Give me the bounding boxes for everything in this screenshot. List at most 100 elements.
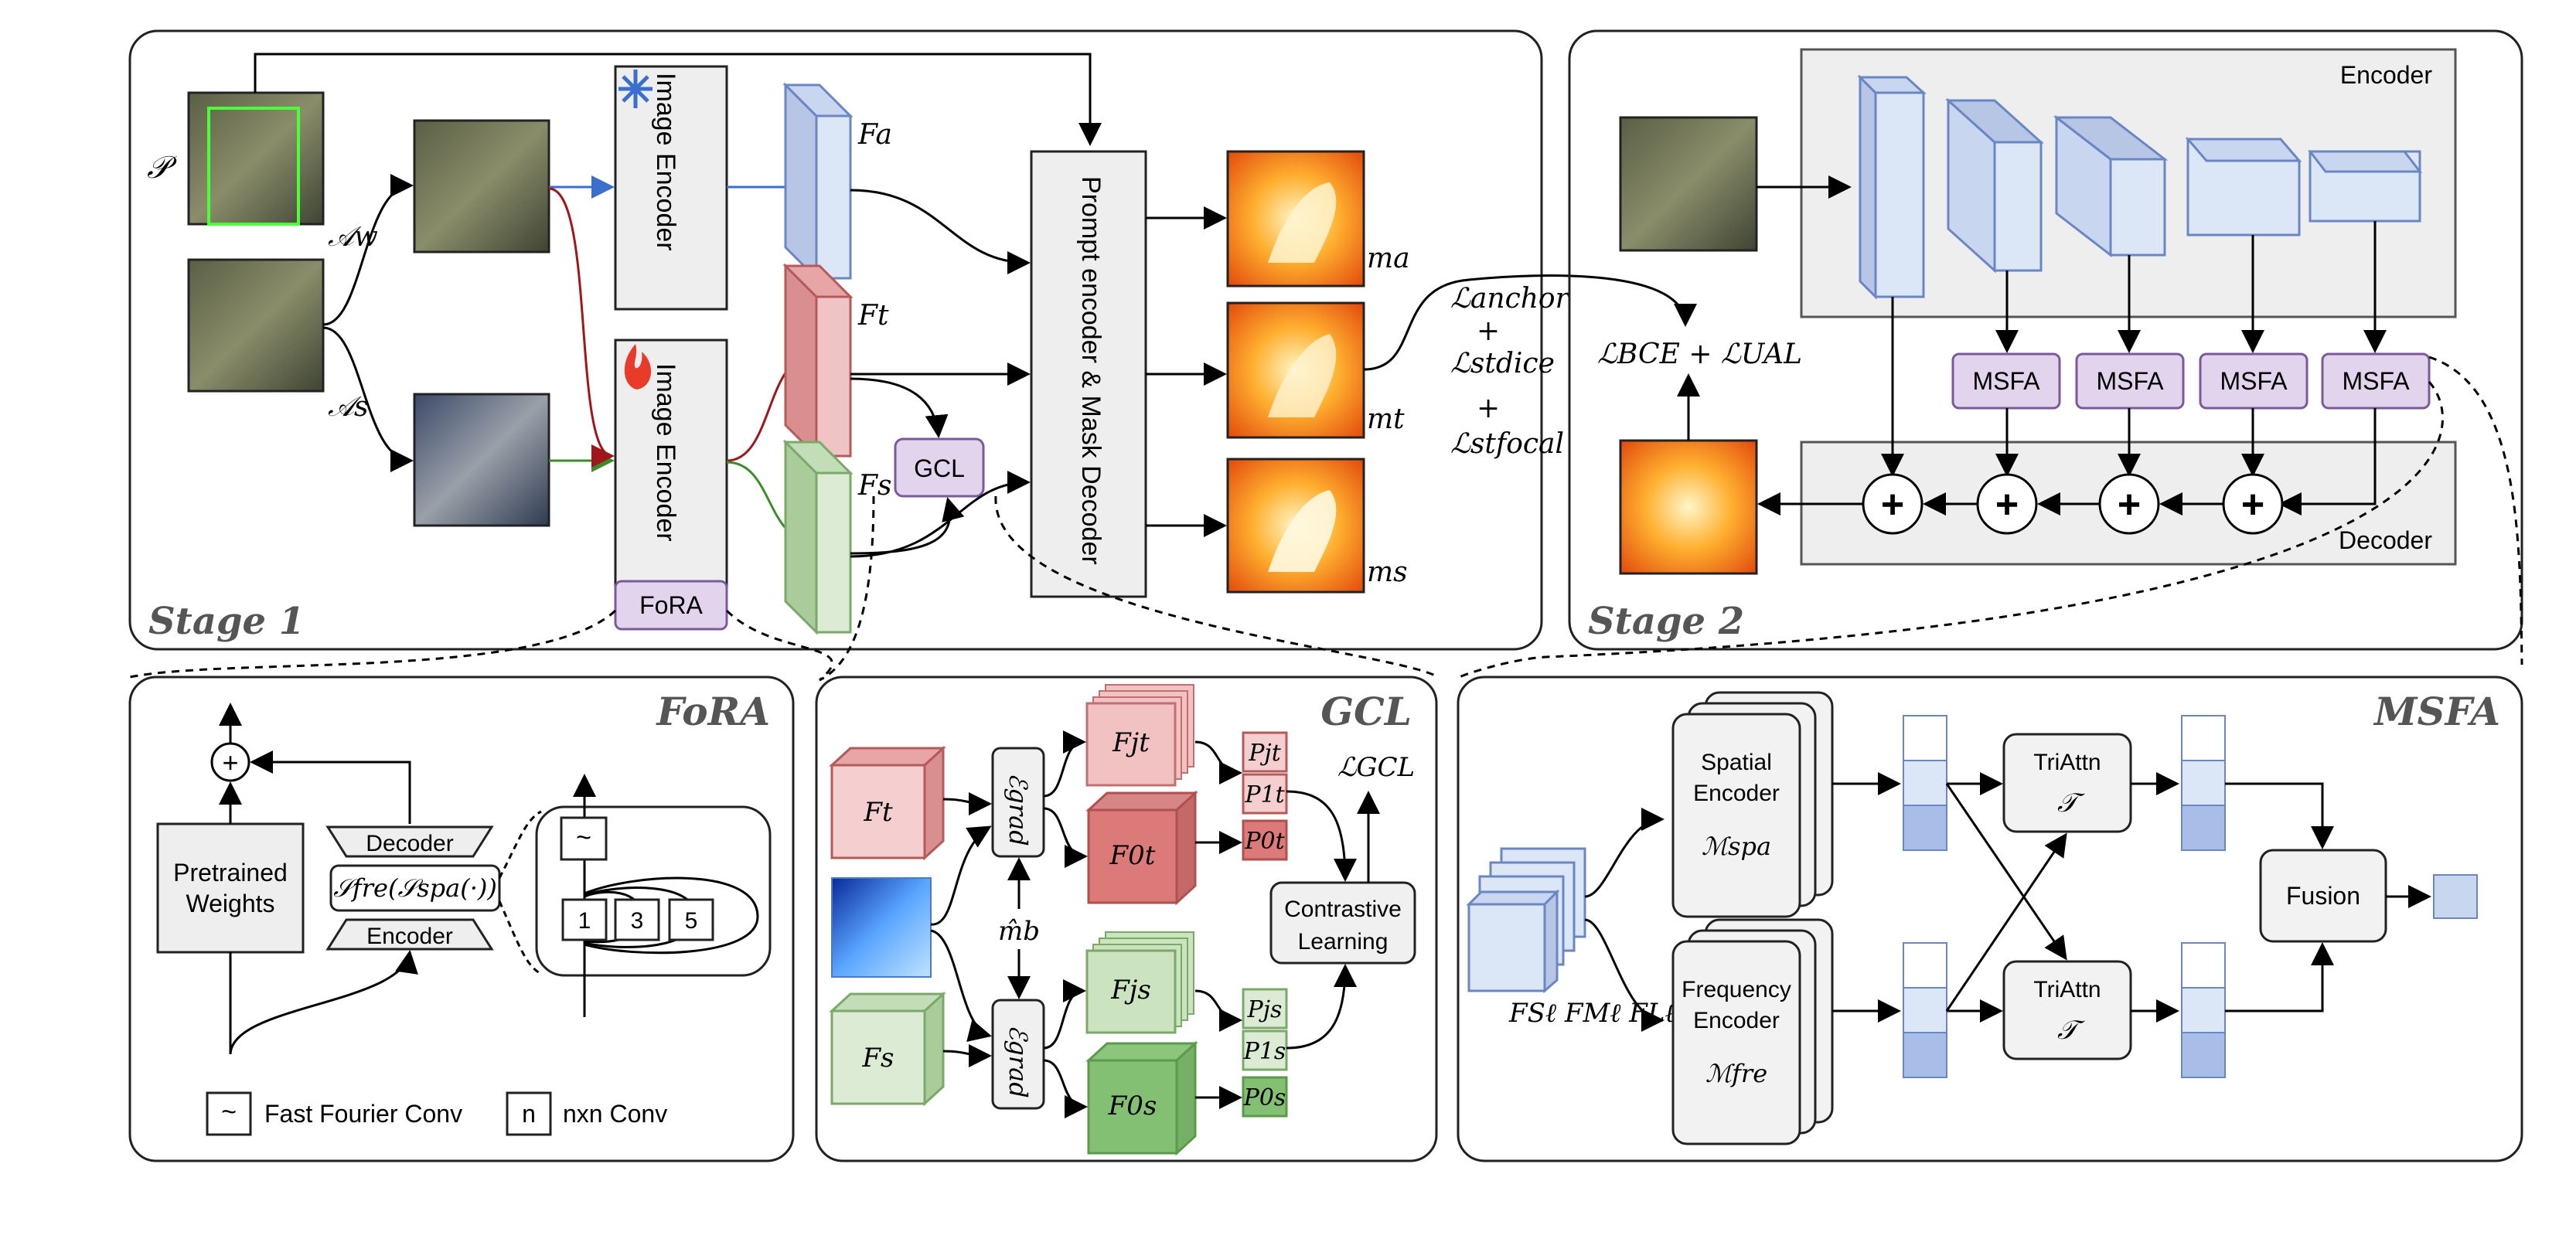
stage2-output-mask xyxy=(1619,439,1758,575)
svg-text:Weights: Weights xyxy=(186,890,274,917)
frequency-tokens xyxy=(1903,942,1947,1078)
stage2-loss: ℒBCE + ℒUAL xyxy=(1597,339,1802,370)
gcl-fsj-stack: Fjs xyxy=(1085,931,1194,1034)
gcl-panel: GCL Ft Fs ℰgrad ℰgrad m̂b xyxy=(815,676,1438,1162)
svg-text:Pjs: Pjs xyxy=(1247,996,1283,1023)
prompt-symbol: 𝒫 xyxy=(147,150,178,185)
frozen-encoder-label: Image Encoder xyxy=(651,73,680,251)
psj-box: Pjs xyxy=(1242,988,1288,1029)
conv-loop-outer xyxy=(584,876,759,955)
msfa-box-4: MSFA xyxy=(2321,352,2431,410)
fire-icon xyxy=(624,344,652,390)
svg-text:Encoder: Encoder xyxy=(1693,1008,1780,1033)
ft-label: Ft xyxy=(857,300,889,332)
fa-label: Fa xyxy=(857,119,892,151)
mb-label: m̂b xyxy=(998,916,1040,947)
fora-encoder: Encoder xyxy=(325,918,494,951)
arrow-fs-to-gcl xyxy=(850,497,965,555)
fusion-box: Fusion xyxy=(2259,849,2387,943)
arrow-fs-to-decoder xyxy=(850,471,1031,558)
aug-strong-label: 𝒜s xyxy=(328,391,369,423)
svg-text:Fs: Fs xyxy=(861,1043,894,1074)
svg-text:Decoder: Decoder xyxy=(366,831,453,856)
pt1-box: P1t xyxy=(1242,773,1288,815)
arrow-mask-to-loss xyxy=(1363,274,1697,371)
plus-node-3: + xyxy=(2098,473,2160,535)
svg-text:ℳspa: ℳspa xyxy=(1702,832,1771,861)
encoder-block-5 xyxy=(2307,150,2423,223)
fused-output-token xyxy=(2433,874,2478,919)
svg-text:F0s: F0s xyxy=(1108,1091,1157,1121)
arrow-map-to-egrad-bottom xyxy=(930,929,992,1042)
msfa-feature-labels: FSℓ FMℓ FLℓ xyxy=(1508,998,1676,1029)
loss-anchor: ℒanchor xyxy=(1450,283,1570,315)
arrow-ps-to-contrastive xyxy=(1286,964,1357,1050)
svg-text:Fjt: Fjt xyxy=(1112,727,1150,758)
trainable-image-encoder: Image Encoder xyxy=(614,339,728,589)
loss-dice: ℒstdice xyxy=(1450,348,1555,379)
svg-text:Learning: Learning xyxy=(1298,929,1389,955)
ma-label: ma xyxy=(1367,243,1410,274)
svg-text:GCL: GCL xyxy=(914,454,965,482)
legend-conv: n nxn Conv xyxy=(506,1091,667,1136)
gcl-fs0-cube: F0s xyxy=(1085,1040,1198,1156)
mask-teacher xyxy=(1226,301,1365,439)
triattn-bottom: TriAttn 𝒯 xyxy=(2002,960,2132,1060)
arrow-ft-to-gcl xyxy=(850,377,949,438)
fora-plus-node: + xyxy=(210,742,250,782)
arrow-weak-to-trainable xyxy=(548,187,615,468)
svg-text:MSFA: MSFA xyxy=(1972,367,2040,395)
svg-text:+: + xyxy=(1881,482,1904,527)
svg-text:Fast Fourier Conv: Fast Fourier Conv xyxy=(264,1100,462,1128)
svg-text:ℰgrad: ℰgrad xyxy=(1003,1025,1033,1098)
svg-text:3: 3 xyxy=(631,908,644,934)
arrow-decoder-to-plus xyxy=(250,750,411,824)
dashed-bracket-bottom xyxy=(498,900,542,975)
fora-function-box: 𝒮fre(𝒮spa(·)) xyxy=(329,864,501,912)
pt0-box: P0t xyxy=(1242,819,1288,861)
prompt-image xyxy=(187,91,325,226)
arrow-to-frequency xyxy=(1584,918,1665,1032)
svg-text:ℳfre: ℳfre xyxy=(1705,1059,1767,1088)
svg-text:P1t: P1t xyxy=(1244,781,1285,808)
ps1-box: P1s xyxy=(1242,1029,1288,1071)
attn-out-tokens-bottom xyxy=(2181,942,2226,1078)
prompt-mask-decoder: Prompt encoder & Mask Decoder xyxy=(1030,150,1147,598)
svg-text:+: + xyxy=(2118,482,2141,527)
svg-text:TriAttn: TriAttn xyxy=(2033,750,2101,775)
svg-text:+: + xyxy=(222,747,238,778)
msfa-input-cubes xyxy=(1466,847,1586,994)
attn-out-tokens-top xyxy=(2181,715,2226,851)
arrow-ft-to-egrad xyxy=(942,791,992,815)
msfa-title: MSFA xyxy=(2373,689,2500,734)
svg-text:+: + xyxy=(2241,482,2264,527)
arrow-fs-to-egrad xyxy=(942,1043,992,1067)
arrow-input-to-encoder xyxy=(229,950,418,1055)
encoder-block-3 xyxy=(2053,114,2169,258)
svg-text:MSFA: MSFA xyxy=(2220,367,2288,395)
svg-text:nxn Conv: nxn Conv xyxy=(563,1100,667,1128)
ps0-box: P0s xyxy=(1242,1076,1288,1118)
arrow-map-to-egrad-top xyxy=(930,825,992,926)
trainable-encoder-label: Image Encoder xyxy=(651,363,680,542)
dashed-connectors xyxy=(129,356,2523,682)
encoder-region-label: Encoder xyxy=(2340,61,2433,89)
fft-conv-node: ~ xyxy=(560,816,608,861)
svg-text:~: ~ xyxy=(221,1098,237,1127)
ms-label: ms xyxy=(1367,556,1408,588)
dashed-bracket-top xyxy=(498,810,542,879)
arrow-pt-to-contrastive xyxy=(1286,790,1357,882)
svg-text:n: n xyxy=(522,1100,536,1128)
arrow-weak-aug xyxy=(322,174,414,326)
svg-text:Fusion: Fusion xyxy=(2286,882,2360,910)
arrow-bottom-to-fusion xyxy=(2225,942,2334,1012)
fora-detail-box xyxy=(535,805,772,977)
gcl-loss: ℒGCL xyxy=(1337,752,1415,783)
input-image xyxy=(187,258,325,393)
conv-3-node: 3 xyxy=(614,898,660,941)
arrow-fsj-to-p xyxy=(1194,989,1242,1032)
frequency-encoder: Frequency Encoder ℳfre xyxy=(1671,918,1834,1145)
decoder-region-label: Decoder xyxy=(2339,526,2432,554)
arrow-cross-down xyxy=(1945,783,2067,961)
msfa-panel: MSFA FSℓ FMℓ FLℓ Spatial Encoder ℳspa xyxy=(1457,676,2523,1162)
